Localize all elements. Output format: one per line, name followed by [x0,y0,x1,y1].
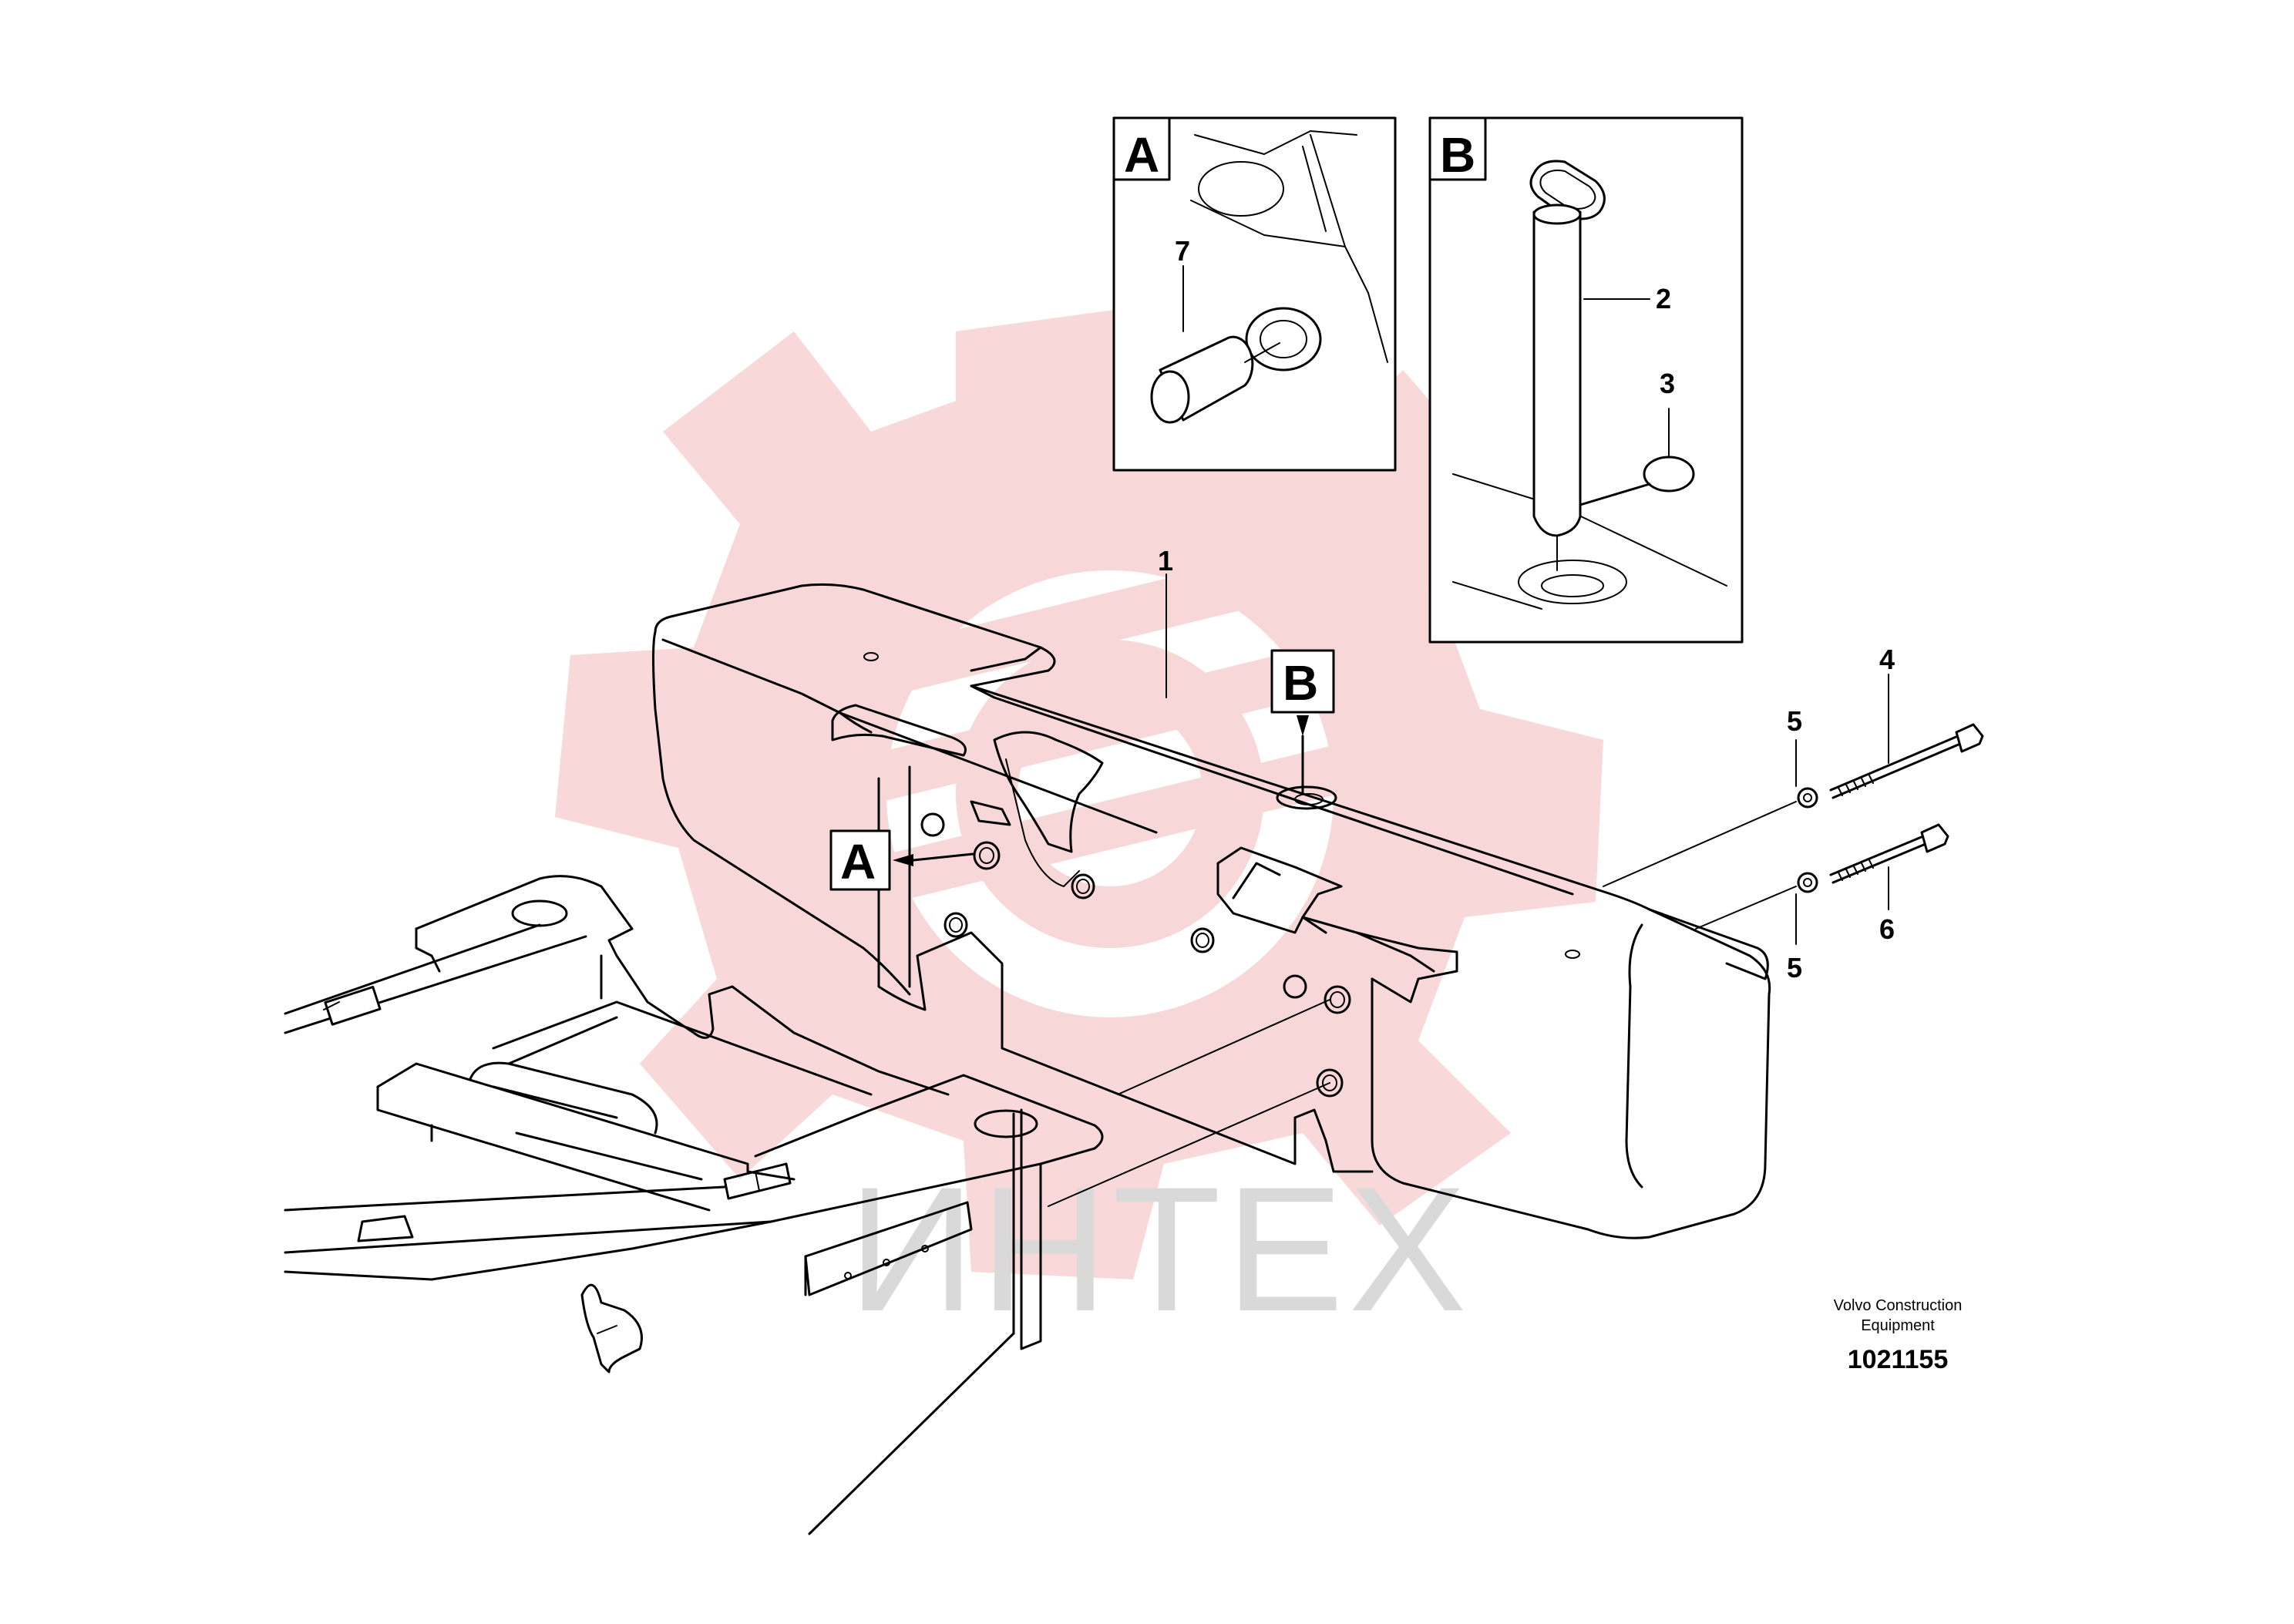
detail-ref-b-label: B [1283,655,1318,711]
callout-7: 7 [1175,235,1190,267]
callout-4: 4 [1879,644,1895,675]
watermark-text: ИНТЕХ [848,1150,1472,1348]
callout-6: 6 [1879,913,1895,945]
credit-line-2: Equipment [1861,1317,1935,1334]
credit-line-1: Volvo Construction [1834,1297,1963,1314]
inset-b-title: B [1440,127,1475,183]
drawing-number: 1021155 [1848,1345,1949,1374]
callout-2: 2 [1656,283,1671,314]
detail-inset-b: B 3 2 [1428,116,1744,644]
detail-inset-a: A 7 [1112,116,1397,472]
callout-5-lower: 5 [1787,952,1802,983]
detail-ref-b: B [1270,649,1335,795]
machine-frame [284,875,1104,1535]
counterweight: 1 [652,545,1771,1239]
inset-a-title: A [1124,127,1159,183]
callout-5-upper: 5 [1787,705,1802,737]
callout-1: 1 [1158,545,1173,577]
title-block: Volvo Construction Equipment 1021155 [1834,1297,1963,1374]
callout-3: 3 [1660,368,1675,399]
detail-ref-a: A [829,829,974,891]
fasteners: 4 6 5 5 [1048,644,1984,1207]
detail-ref-a-label: A [840,834,876,889]
